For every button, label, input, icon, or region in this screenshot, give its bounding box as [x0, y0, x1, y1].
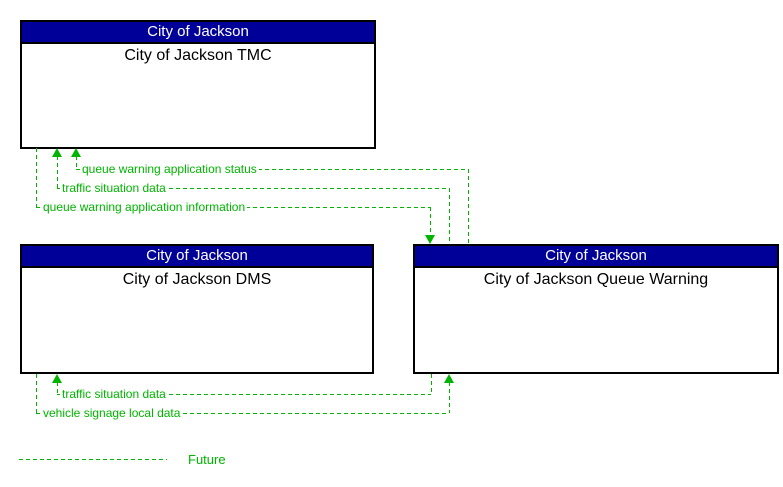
entity-box-city-of-jackson-dms[interactable]: City of Jackson City of Jackson DMS: [20, 244, 374, 374]
flow-label-traffic-situation-data[interactable]: traffic situation data: [60, 387, 168, 401]
flow-line-horizontal: [76, 169, 468, 170]
flow-line-vertical: [431, 374, 432, 394]
entity-box-city-of-jackson-tmc[interactable]: City of Jackson City of Jackson TMC: [20, 20, 376, 149]
arrowhead-into-tmc-icon: [52, 148, 62, 157]
flow-line-vertical: [468, 169, 469, 244]
flow-line-vertical: [36, 148, 37, 207]
arrowhead-into-queue-warning-icon: [425, 235, 435, 244]
flow-label-queue-warning-application-information[interactable]: queue warning application information: [41, 200, 248, 214]
entity-stakeholder-header: City of Jackson: [415, 246, 777, 268]
legend-future-label: Future: [188, 452, 226, 467]
flow-line-vertical: [430, 207, 431, 235]
flow-line-horizontal: [36, 413, 449, 414]
flow-line-vertical: [449, 382, 450, 413]
entity-stakeholder-header: City of Jackson: [22, 22, 374, 44]
flow-line-horizontal: [57, 394, 431, 395]
entity-name: City of Jackson TMC: [124, 47, 272, 64]
entity-name: City of Jackson DMS: [122, 271, 272, 288]
arrowhead-into-tmc-icon: [71, 148, 81, 157]
arrowhead-into-dms-icon: [52, 374, 62, 383]
entity-name: City of Jackson Queue Warning: [483, 271, 709, 288]
flow-line-horizontal: [57, 188, 449, 189]
flow-line-vertical: [449, 188, 450, 244]
flow-line-vertical: [76, 156, 77, 169]
flow-line-vertical: [36, 374, 37, 413]
legend-dashed-line: [19, 459, 167, 460]
entity-stakeholder-header: City of Jackson: [22, 246, 372, 268]
flow-label-traffic-situation-data[interactable]: traffic situation data: [60, 181, 168, 195]
entity-box-city-of-jackson-queue-warning[interactable]: City of Jackson City of Jackson Queue Wa…: [413, 244, 779, 374]
flow-line-vertical: [57, 156, 58, 188]
arrowhead-into-queue-warning-icon: [444, 374, 454, 383]
flow-line-vertical: [57, 382, 58, 394]
flow-label-vehicle-signage-local-data[interactable]: vehicle signage local data: [41, 406, 183, 420]
flow-label-queue-warning-application-status[interactable]: queue warning application status: [80, 162, 259, 176]
